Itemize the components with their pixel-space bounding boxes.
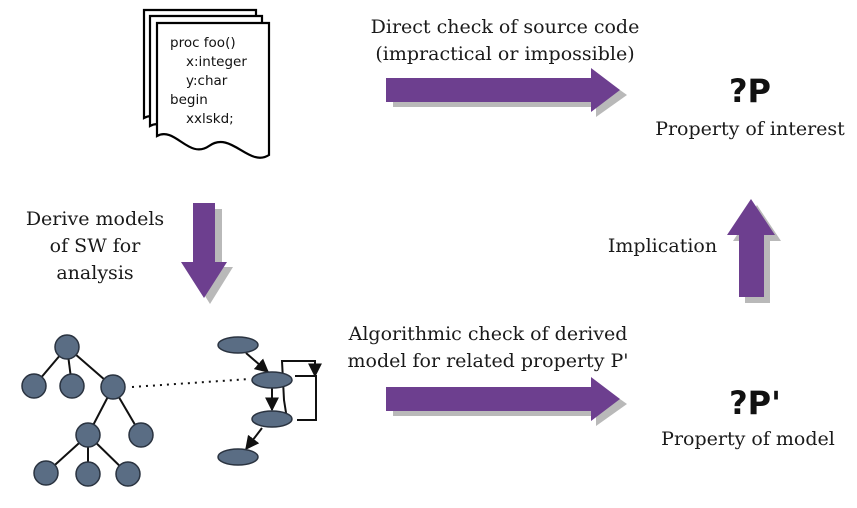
tree-model-graph: [33, 346, 142, 475]
code-line: xxlskd;: [186, 111, 234, 127]
property-of-model-label: Property of model: [661, 428, 835, 450]
derive-line-1: Derive models: [25, 208, 165, 230]
derive-line-3: analysis: [56, 262, 134, 284]
tree-node: [100, 374, 126, 400]
property-of-interest-symbol: ?P: [728, 72, 771, 110]
flow-node: [217, 448, 259, 466]
flow-graph-nodes: [217, 336, 293, 466]
code-line: proc foo(): [170, 35, 236, 51]
code-line: y:char: [186, 73, 228, 89]
tree-node: [33, 460, 59, 486]
direct-check-arrow: [386, 68, 627, 117]
tree-node: [128, 422, 154, 448]
tree-node: [21, 373, 47, 399]
derive-models-label: Derive models of SW for analysis: [10, 206, 180, 287]
property-of-model-symbol: ?P': [729, 384, 781, 422]
algorithmic-check-arrow: [386, 377, 627, 426]
implication-label: Implication: [607, 235, 718, 257]
algorithmic-line-2: model for related property P': [347, 350, 629, 372]
tree-node: [75, 422, 101, 448]
derive-models-arrow: [181, 203, 233, 304]
flow-node: [217, 336, 259, 354]
flow-node: [251, 371, 293, 389]
algorithmic-line-1: Algorithmic check of derived: [348, 323, 628, 345]
tree-node: [115, 461, 141, 487]
code-line: begin: [170, 92, 208, 108]
property-of-interest-label: Property of interest: [655, 118, 845, 140]
tree-node: [54, 334, 80, 360]
source-code-document-icon: proc foo() x:integer y:char begin xxlskd…: [142, 8, 271, 159]
implication-arrow: [727, 199, 781, 303]
code-line: x:integer: [186, 54, 247, 70]
flow-graph-model: [245, 352, 322, 451]
tree-nodes: [21, 334, 154, 487]
direct-check-label: Direct check of source code (impractical…: [320, 14, 690, 68]
dotted-link: [131, 378, 251, 388]
direct-check-line-2: (impractical or impossible): [375, 43, 635, 65]
tree-node: [75, 461, 101, 487]
algorithmic-check-label: Algorithmic check of derived model for r…: [318, 321, 658, 375]
derive-line-2: of SW for: [49, 235, 141, 257]
flow-node: [251, 410, 293, 428]
tree-node: [59, 373, 85, 399]
direct-check-line-1: Direct check of source code: [370, 16, 640, 38]
